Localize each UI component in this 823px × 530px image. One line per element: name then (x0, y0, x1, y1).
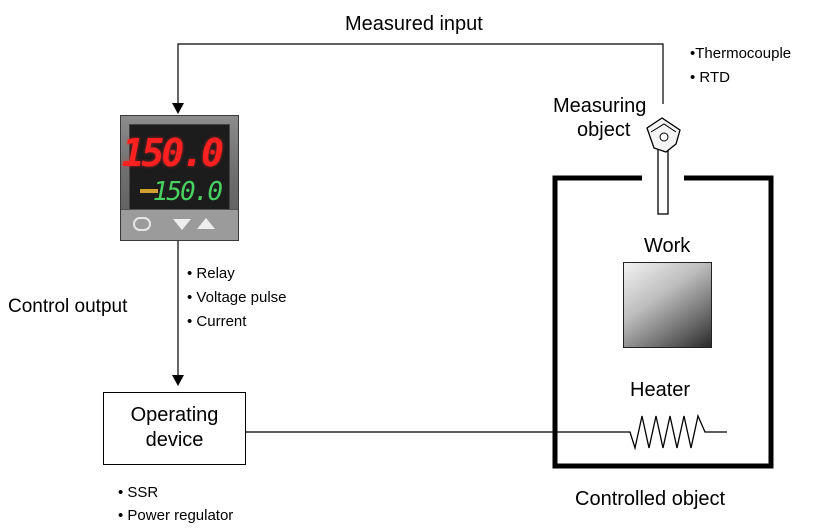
measuring-object-label-line1: Measuring (553, 95, 647, 117)
device-type-power-regulator: • Power regulator (118, 507, 234, 524)
heater-resistor (622, 413, 727, 451)
operating-device-label-line2: device (145, 429, 204, 451)
thermocouple-icon (646, 117, 681, 215)
set-value-display: 150.0 (152, 177, 223, 207)
process-value-display: 150.0 (121, 131, 224, 175)
operating-device-label-line1: Operating (130, 404, 219, 426)
down-key-icon (173, 219, 191, 230)
heater-label: Heater (630, 379, 691, 401)
measuring-object-label-line2: object (577, 119, 631, 141)
controlled-object-label: Controlled object (575, 488, 726, 510)
output-type-relay: • Relay (187, 265, 235, 282)
measured-input-label: Measured input (345, 13, 483, 35)
device-type-ssr: • SSR (118, 484, 159, 501)
controlled-object-container (552, 175, 774, 469)
controller-keypad (121, 209, 238, 240)
output-type-current: • Current (187, 313, 247, 330)
controller-display: 150.0 150.0 (122, 124, 230, 212)
output-type-voltage-pulse: • Voltage pulse (187, 289, 287, 306)
status-indicator (140, 189, 158, 193)
control-output-label: Control output (8, 296, 128, 317)
temperature-controller: 150.0 150.0 (120, 115, 239, 241)
control-output-arrowhead (172, 375, 184, 386)
sensor-type-rtd: • RTD (690, 69, 730, 86)
sensor-type-thermocouple: •Thermocouple (690, 45, 792, 62)
operating-device-box: Operating device (103, 392, 246, 465)
work-block (623, 262, 712, 348)
measured-input-line (177, 43, 664, 104)
work-label: Work (644, 235, 691, 257)
measured-input-arrowhead (172, 103, 184, 114)
mode-key-icon (133, 217, 151, 231)
up-key-icon (197, 218, 215, 229)
